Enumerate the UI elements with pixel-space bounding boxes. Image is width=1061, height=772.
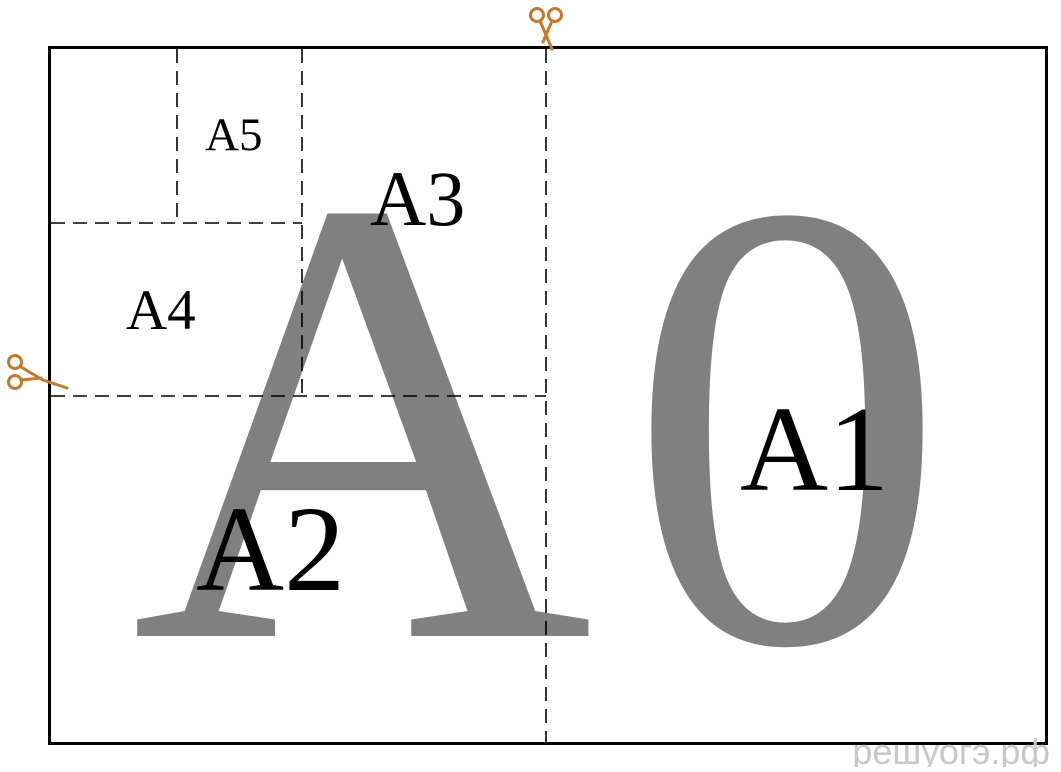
label-a3: A3 [370, 155, 465, 242]
label-a2: A2 [196, 482, 345, 617]
big-digit-zero: 0 [627, 72, 947, 767]
scissors-icon [529, 7, 563, 51]
label-a4: A4 [126, 279, 196, 342]
sheet-border [48, 46, 1048, 745]
label-a1: A1 [740, 382, 889, 517]
label-a5: A5 [205, 109, 262, 161]
scissors-icon [7, 354, 69, 390]
watermark: решуогэ.рф [852, 731, 1050, 767]
big-letter-a: A [131, 67, 593, 767]
